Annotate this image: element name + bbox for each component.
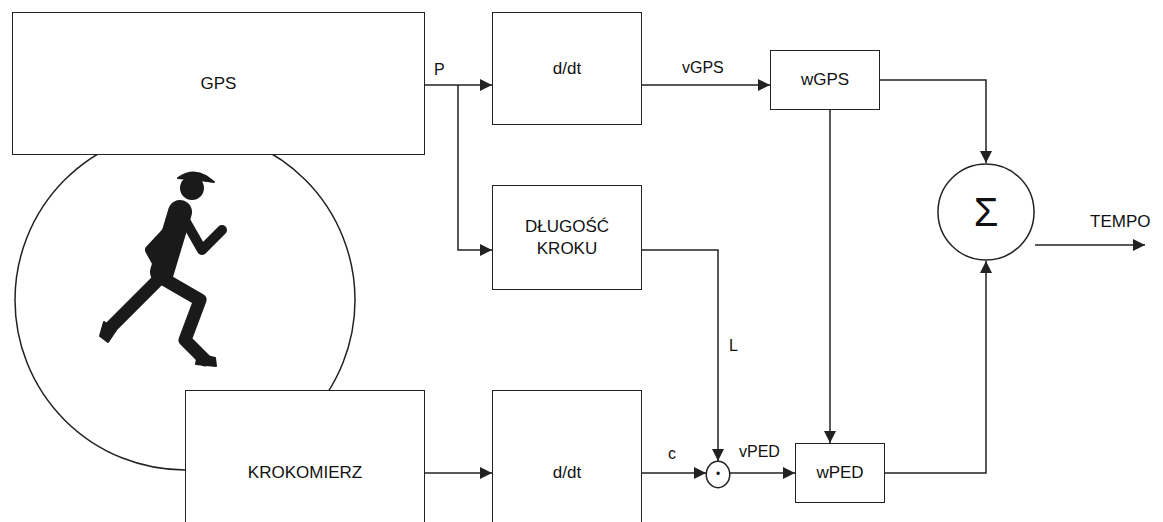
signal-arrow	[642, 84, 770, 86]
node-text: GPS	[201, 73, 237, 94]
sensor-box: GPS	[12, 12, 425, 155]
signal-name: L	[727, 336, 740, 355]
weight-box: wGPS	[770, 50, 880, 110]
signal-name: vGPS	[680, 58, 726, 77]
signal-arrow	[425, 472, 492, 474]
signal-arrow	[829, 110, 831, 443]
sensor-box: KROKOMIERZ	[185, 390, 425, 522]
weight-box: wPED	[795, 443, 885, 503]
output-arrow	[1035, 244, 1145, 246]
signal-arrow	[642, 472, 706, 474]
node-text: DŁUGOŚĆ KROKU	[517, 216, 617, 259]
node-text: Σ	[974, 187, 999, 237]
process-box: DŁUGOŚĆ KROKU	[492, 185, 642, 290]
derivative-box: d/dt	[492, 12, 642, 125]
node-text: KROKOMIERZ	[248, 462, 362, 483]
output-label: TEMPO	[1088, 212, 1152, 232]
signal-name: c	[666, 444, 678, 463]
signal-name: P	[432, 60, 447, 79]
node-text: wGPS	[801, 69, 849, 90]
signal-arrow	[880, 80, 986, 163]
runner-silhouette	[100, 172, 222, 366]
multiply-symbol: •	[706, 461, 730, 488]
node-text: wPED	[816, 462, 863, 483]
node-text: d/dt	[553, 462, 581, 483]
signal-arrow	[885, 261, 986, 473]
signal-name: vPED	[737, 442, 782, 461]
signal-arrow	[458, 85, 492, 250]
derivative-box: d/dt	[492, 390, 642, 522]
signal-arrow	[730, 472, 795, 474]
node-text: d/dt	[553, 58, 581, 79]
signal-arrow	[642, 250, 718, 461]
node-text: •	[716, 467, 720, 482]
sum-circle: Σ	[937, 163, 1035, 261]
